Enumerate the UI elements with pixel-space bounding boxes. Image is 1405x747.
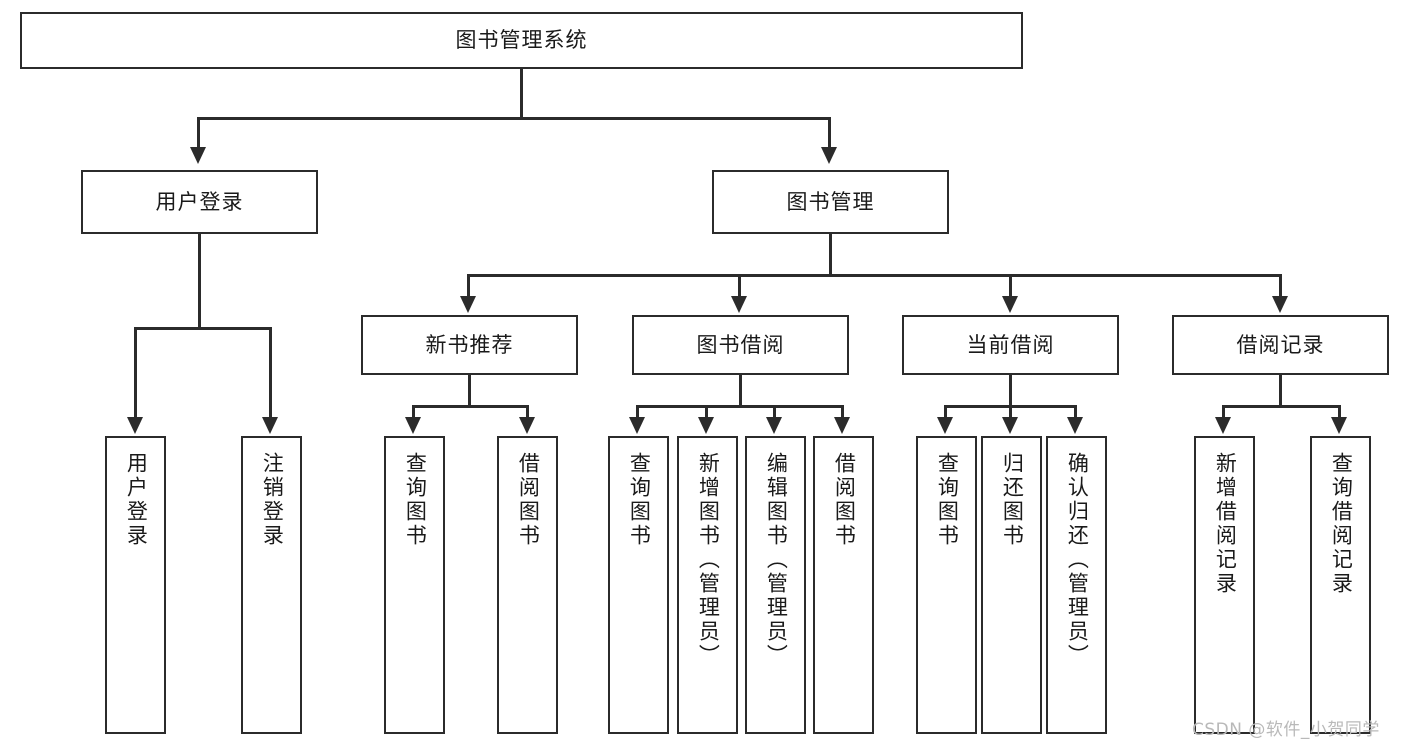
arrowhead-book-manage bbox=[821, 147, 837, 164]
connector-drop-cb-leaf-1 bbox=[944, 405, 947, 419]
node-label: 用户登录 bbox=[124, 452, 149, 548]
arrowhead-leaf-logout bbox=[262, 417, 278, 434]
connector-user-login-stem bbox=[198, 234, 201, 327]
arrowhead-user-login bbox=[190, 147, 206, 164]
connector-drop-nb-leaf-1 bbox=[412, 405, 415, 419]
node-label: 新书推荐 bbox=[425, 332, 514, 357]
connector-drop-bb-leaf-1 bbox=[636, 405, 639, 419]
connector-level3-bus bbox=[467, 274, 1282, 277]
arrowhead-nb-leaf-2 bbox=[519, 417, 535, 434]
node-label: 当前借阅 bbox=[966, 332, 1055, 357]
arrowhead-cb-leaf-2 bbox=[1002, 417, 1018, 434]
leaf-confirm-return-admin[interactable]: 确认归还（管理员） bbox=[1046, 436, 1107, 734]
node-new-book-recommend[interactable]: 新书推荐 bbox=[361, 315, 578, 375]
connector-drop-book-manage bbox=[828, 117, 831, 149]
node-label: 图书管理系统 bbox=[455, 28, 588, 53]
node-label: 借阅记录 bbox=[1236, 332, 1325, 357]
arrowhead-leaf-user-login bbox=[127, 417, 143, 434]
leaf-query-book-borrow[interactable]: 查询图书 bbox=[608, 436, 669, 734]
connector-user-login-bus bbox=[134, 327, 271, 330]
connector-book-borrow-stem bbox=[739, 375, 742, 405]
leaf-borrow-book[interactable]: 借阅图书 bbox=[813, 436, 874, 734]
leaf-add-borrow-record[interactable]: 新增借阅记录 bbox=[1194, 436, 1255, 734]
connector-drop-new-book bbox=[467, 274, 470, 298]
connector-drop-leaf-logout bbox=[269, 327, 272, 419]
node-label: 图书管理 bbox=[786, 189, 875, 214]
node-label: 查询借阅记录 bbox=[1329, 452, 1354, 596]
node-label: 借阅图书 bbox=[832, 452, 857, 548]
watermark-text: CSDN @软件_小贺同学 bbox=[1192, 720, 1380, 740]
node-user-login[interactable]: 用户登录 bbox=[81, 170, 318, 234]
leaf-query-book-recommend[interactable]: 查询图书 bbox=[384, 436, 445, 734]
arrowhead-bb-leaf-3 bbox=[766, 417, 782, 434]
node-label: 归还图书 bbox=[1000, 452, 1025, 548]
connector-drop-bb-leaf-2 bbox=[705, 405, 708, 419]
connector-new-book-stem bbox=[468, 375, 471, 405]
arrowhead-borrow-record bbox=[1272, 296, 1288, 313]
arrowhead-new-book bbox=[460, 296, 476, 313]
arrowhead-cb-leaf-3 bbox=[1067, 417, 1083, 434]
node-label: 确认归还（管理员） bbox=[1065, 452, 1090, 668]
node-label: 注销登录 bbox=[260, 452, 285, 548]
connector-book-manage-stem bbox=[829, 234, 832, 274]
connector-drop-nb-leaf-2 bbox=[526, 405, 529, 419]
connector-drop-bb-leaf-4 bbox=[841, 405, 844, 419]
arrowhead-br-leaf-1 bbox=[1215, 417, 1231, 434]
node-label: 用户登录 bbox=[155, 189, 244, 214]
leaf-user-login[interactable]: 用户登录 bbox=[105, 436, 166, 734]
node-label: 编辑图书（管理员） bbox=[764, 452, 789, 668]
connector-drop-cb-leaf-2 bbox=[1009, 405, 1012, 419]
node-borrow-record[interactable]: 借阅记录 bbox=[1172, 315, 1389, 375]
arrowhead-bb-leaf-2 bbox=[698, 417, 714, 434]
arrowhead-current-borrow bbox=[1002, 296, 1018, 313]
arrowhead-nb-leaf-1 bbox=[405, 417, 421, 434]
arrowhead-bb-leaf-1 bbox=[629, 417, 645, 434]
node-label: 图书借阅 bbox=[696, 332, 785, 357]
connector-drop-leaf-user-login bbox=[134, 327, 137, 419]
node-label: 查询图书 bbox=[403, 452, 428, 548]
connector-drop-user-login bbox=[197, 117, 200, 149]
node-label: 查询图书 bbox=[935, 452, 960, 548]
connector-drop-bb-leaf-3 bbox=[773, 405, 776, 419]
arrowhead-cb-leaf-1 bbox=[937, 417, 953, 434]
leaf-add-book-admin[interactable]: 新增图书（管理员） bbox=[677, 436, 738, 734]
leaf-borrow-book-recommend[interactable]: 借阅图书 bbox=[497, 436, 558, 734]
leaf-query-borrow-record[interactable]: 查询借阅记录 bbox=[1310, 436, 1371, 734]
connector-new-book-bus bbox=[412, 405, 529, 408]
connector-borrow-record-stem bbox=[1279, 375, 1282, 405]
connector-drop-current-borrow bbox=[1009, 274, 1012, 298]
node-root-system[interactable]: 图书管理系统 bbox=[20, 12, 1023, 69]
connector-book-borrow-bus bbox=[636, 405, 843, 408]
leaf-query-book-current[interactable]: 查询图书 bbox=[916, 436, 977, 734]
connector-current-borrow-stem bbox=[1009, 375, 1012, 405]
node-current-borrow[interactable]: 当前借阅 bbox=[902, 315, 1119, 375]
arrowhead-bb-leaf-4 bbox=[834, 417, 850, 434]
leaf-return-book[interactable]: 归还图书 bbox=[981, 436, 1042, 734]
node-label: 借阅图书 bbox=[516, 452, 541, 548]
arrowhead-br-leaf-2 bbox=[1331, 417, 1347, 434]
leaf-logout[interactable]: 注销登录 bbox=[241, 436, 302, 734]
connector-drop-br-leaf-1 bbox=[1222, 405, 1225, 419]
connector-borrow-record-bus bbox=[1222, 405, 1341, 408]
connector-drop-br-leaf-2 bbox=[1338, 405, 1341, 419]
node-book-manage[interactable]: 图书管理 bbox=[712, 170, 949, 234]
connector-root-bus bbox=[197, 117, 831, 120]
connector-drop-cb-leaf-3 bbox=[1074, 405, 1077, 419]
connector-drop-book-borrow bbox=[738, 274, 741, 298]
node-label: 查询图书 bbox=[627, 452, 652, 548]
arrowhead-book-borrow bbox=[731, 296, 747, 313]
node-label: 新增借阅记录 bbox=[1213, 452, 1238, 596]
leaf-edit-book-admin[interactable]: 编辑图书（管理员） bbox=[745, 436, 806, 734]
connector-root-stem bbox=[520, 69, 523, 117]
node-label: 新增图书（管理员） bbox=[696, 452, 721, 668]
connector-drop-borrow-record bbox=[1279, 274, 1282, 298]
node-book-borrow[interactable]: 图书借阅 bbox=[632, 315, 849, 375]
